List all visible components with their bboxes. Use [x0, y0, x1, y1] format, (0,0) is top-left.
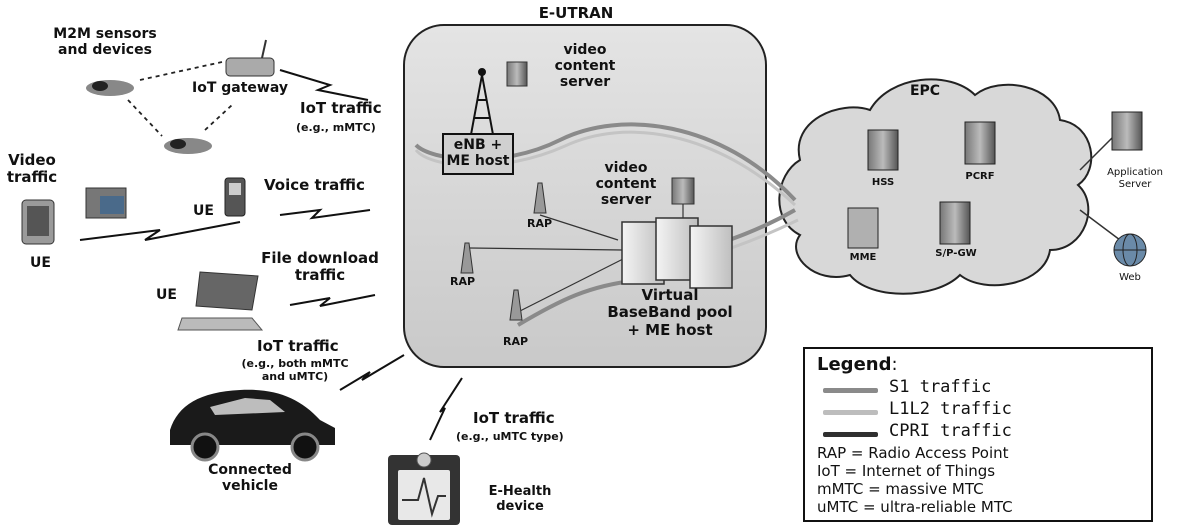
rap-label: RAP [503, 335, 529, 348]
spgw-server-icon [939, 201, 971, 245]
web-label: Web [1119, 272, 1141, 283]
spgw-label: S/P-GW [935, 248, 977, 259]
cpri-link-rap2 [469, 247, 623, 251]
legend-title: Legend: [817, 354, 898, 376]
legend-title-word: Legend [817, 354, 892, 375]
router-icon [225, 39, 275, 77]
epc-web-link [1079, 209, 1121, 241]
epc-title: EPC [909, 83, 941, 99]
phone-icon [224, 177, 246, 217]
video-clapper-icon [85, 187, 127, 219]
application-server-icon [1111, 111, 1143, 151]
mme-server-icon [847, 207, 879, 249]
legend-item-l1l2: L1L2 traffic [889, 399, 1012, 419]
enb-label: eNB +ME host [446, 137, 510, 170]
tower-icon [469, 68, 495, 141]
ue-tablet-label: UE [30, 255, 51, 271]
legend-item-s1: S1 traffic [889, 377, 992, 397]
ue-laptop-label: UE [156, 287, 177, 303]
rap-antenna-icon [460, 182, 547, 321]
iot-gateway-label: IoT gateway [192, 80, 288, 96]
legend-abbr-umtc: uMTC = ultra-reliable MTC [817, 498, 1013, 516]
m2m-links [127, 61, 233, 137]
wireless-links [79, 69, 463, 441]
cpri-link-rap3b [517, 257, 626, 313]
video-server-icon [506, 61, 528, 87]
mme-label: MME [849, 252, 877, 263]
legend-item-cpri: CPRI traffic [889, 421, 1012, 441]
laptop-icon [177, 271, 264, 331]
rap-label: RAP [527, 217, 553, 230]
epc-cloud [778, 78, 1093, 295]
pcrf-label: PCRF [965, 171, 995, 182]
legend-abbr-mmtc: mMTC = massive MTC [817, 480, 984, 498]
pcrf-server-icon [964, 121, 996, 165]
legend: Legend: S1 traffic L1L2 traffic CPRI tra… [803, 347, 1153, 522]
rap-label: RAP [450, 275, 476, 288]
tablet-icon [21, 199, 55, 245]
e-utran-title: E-UTRAN [538, 4, 614, 22]
legend-abbr-iot: IoT = Internet of Things [817, 462, 996, 480]
enb-box [442, 133, 514, 175]
iot-traffic-sub: (e.g., uMTC type) [456, 430, 564, 443]
iot-traffic-label: IoT traffic [473, 409, 555, 427]
e-utran-region [403, 24, 767, 368]
epc-app-link [1079, 137, 1113, 171]
legend-swatch-cpri [823, 432, 878, 437]
ehealth-device-icon [388, 452, 460, 525]
iot-traffic-label: IoT traffic [300, 99, 382, 117]
video-server-icon [671, 177, 695, 205]
globe-icon [1113, 233, 1147, 267]
hss-label: HSS [871, 177, 895, 188]
voice-traffic-label: Voice traffic [264, 176, 365, 194]
car-icon [170, 389, 335, 462]
legend-abbr-rap: RAP = Radio Access Point [817, 444, 1009, 462]
ue-phone-label: UE [193, 203, 214, 219]
legend-swatch-s1 [823, 388, 878, 393]
legend-title-colon: : [891, 354, 898, 375]
cpri-link-rap1 [539, 214, 619, 241]
iot-traffic-label: IoT traffic [257, 337, 339, 355]
iot-traffic-sub: (e.g., mMTC) [296, 121, 376, 134]
m2m-sensor-icon [86, 80, 212, 154]
hss-server-icon [867, 129, 899, 171]
bbu-server-icon [621, 217, 733, 289]
legend-swatch-l1l2 [823, 410, 878, 415]
